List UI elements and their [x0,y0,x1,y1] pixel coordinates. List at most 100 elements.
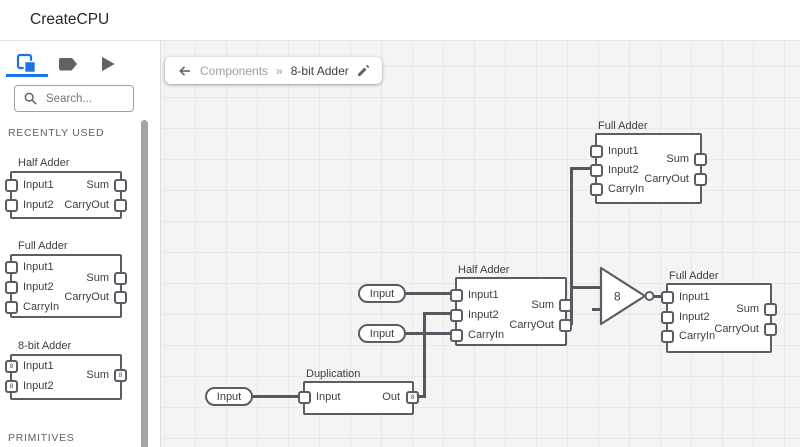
port-label: CarryIn [679,330,716,342]
port-carryout[interactable] [114,291,127,304]
port-input2[interactable] [590,164,603,177]
input-pin-label: Input [369,327,395,340]
section-primitives: PRIMITIVES [8,432,75,444]
node-full-adder-top[interactable]: Input1 Input2 CarryIn Sum CarryOut [590,133,707,204]
port-sum[interactable] [114,272,127,285]
play-icon [101,56,115,72]
wire [423,312,452,315]
port-carryin[interactable] [450,329,463,342]
port-input[interactable] [298,391,311,404]
node-not-gate[interactable]: 8 [598,265,656,334]
port-label: Input1 [679,291,710,303]
port-label: Sum [531,299,554,311]
port-label: CarryOut [64,199,109,211]
breadcrumb-current: 8-bit Adder [290,63,349,78]
port-carryout[interactable] [694,173,707,186]
port-input1[interactable]: 8 [5,360,18,373]
port-sum[interactable]: 8 [114,369,127,382]
bus-width-badge: 8 [410,394,415,401]
port-label: CarryOut [509,319,554,331]
port-input2[interactable] [5,281,18,294]
port-input2[interactable] [5,199,18,212]
not-gate-icon: 8 [599,266,655,326]
port-label: CarryIn [468,329,505,341]
search-input[interactable] [44,91,128,106]
port-sum[interactable] [114,179,127,192]
port-input1[interactable] [590,145,603,158]
port-label: Sum [666,153,689,165]
wire [592,308,602,311]
components-icon [16,53,37,74]
bus-width-badge: 8 [9,363,14,370]
back-arrow-icon[interactable] [178,64,192,78]
port-label: CarryOut [644,173,689,185]
tab-components[interactable] [7,50,47,78]
port-input1[interactable] [5,261,18,274]
app-header: CreateCPU [0,0,800,41]
port-label: Sum [736,303,759,315]
node-full-adder-right[interactable]: Input1 Input2 CarryIn Sum CarryOut [661,283,777,353]
port-sum[interactable] [559,299,572,312]
port-input2[interactable]: 8 [5,380,18,393]
app-title: CreateCPU [30,11,110,28]
breadcrumb-parent[interactable]: Components [200,63,269,78]
port-label: Sum [86,179,109,191]
sidebar-scrollbar[interactable] [141,120,148,447]
sidebar-item-half-adder[interactable]: Input1 Input2 Sum CarryOut [5,171,127,219]
node-title: Full Adder [598,120,648,132]
port-carryin[interactable] [590,183,603,196]
port-label: Input1 [23,360,54,372]
sidebar-item-half-adder-title: Half Adder [18,157,70,169]
wire [423,312,426,398]
port-carryin[interactable] [661,330,674,343]
wire [400,292,452,295]
node-duplication[interactable]: 8 Input Out [298,381,419,415]
port-label: Input2 [23,380,54,392]
port-sum[interactable] [764,303,777,316]
sidebar-item-8bit-adder[interactable]: 8 8 8 Input1 Input2 Sum [5,354,127,400]
port-label: Input2 [608,164,639,176]
port-carryout[interactable] [764,323,777,336]
port-carryin[interactable] [5,301,18,314]
tab-run[interactable] [88,50,128,78]
bus-width-label: 8 [614,290,621,304]
port-sum[interactable] [694,153,707,166]
port-input2[interactable] [661,311,674,324]
port-label: CarryOut [714,323,759,335]
node-title: Full Adder [669,270,719,282]
sidebar: RECENTLY USED Half Adder Input1 Input2 S… [0,41,161,447]
sidebar-item-full-adder-title: Full Adder [18,240,68,252]
port-label: Sum [86,272,109,284]
port-label: Input1 [468,289,499,301]
section-recently-used: RECENTLY USED [8,127,105,139]
input-pin[interactable]: Input [358,284,406,303]
node-title: Half Adder [458,264,510,276]
port-input1[interactable] [450,289,463,302]
input-pin[interactable]: Input [205,387,253,406]
canvas-grid[interactable] [160,41,800,447]
active-tab-underline [6,74,48,77]
port-carryout[interactable] [114,199,127,212]
tag-icon [59,57,77,71]
port-carryout[interactable] [559,319,572,332]
port-label: Sum [86,369,109,381]
port-label: Input [316,391,341,403]
input-pin-label: Input [216,390,242,403]
port-label: Input2 [23,199,54,211]
port-input1[interactable] [5,179,18,192]
sidebar-item-full-adder[interactable]: Input1 Input2 CarryIn Sum CarryOut [5,254,127,318]
input-pin[interactable]: Input [358,324,406,343]
port-label: Input1 [608,145,639,157]
edit-pencil-icon[interactable] [357,64,369,77]
port-label: CarryOut [64,291,109,303]
search-box[interactable] [14,85,134,112]
port-input2[interactable] [450,309,463,322]
node-half-adder[interactable]: Input1 Input2 CarryIn Sum CarryOut [450,277,572,346]
port-out[interactable]: 8 [406,391,419,404]
tab-labels[interactable] [48,50,88,78]
input-pin-label: Input [369,287,395,300]
wire [570,167,573,325]
port-input1[interactable] [661,291,674,304]
